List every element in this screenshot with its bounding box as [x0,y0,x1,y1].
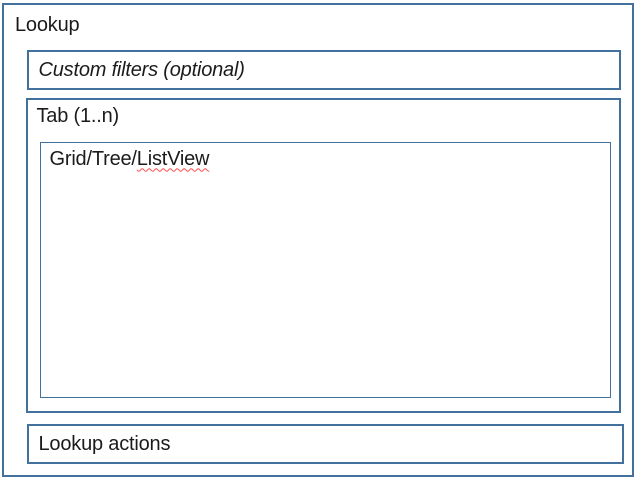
lookup-actions-box: Lookup actions [26,423,624,464]
tab-box: Tab (1..n) Grid/Tree/ListView [25,97,621,413]
lookup-actions-label: Lookup actions [38,432,171,455]
lookup-form-label: Lookup [15,14,80,36]
lookup-form-box: Lookup Custom filters (optional) Tab (1.… [2,3,634,477]
grid-tree-listview-label: Grid/Tree/ListView [41,143,610,171]
grid-tree-listview-box: Grid/Tree/ListView [39,141,611,398]
custom-filters-box: Custom filters (optional) [26,49,621,90]
tab-label: Tab (1..n) [36,104,120,127]
grid-label-misspelled-word: ListView [136,147,210,170]
custom-filters-label: Custom filters (optional) [38,58,245,81]
grid-label-prefix: Grid/Tree/ [49,147,137,170]
